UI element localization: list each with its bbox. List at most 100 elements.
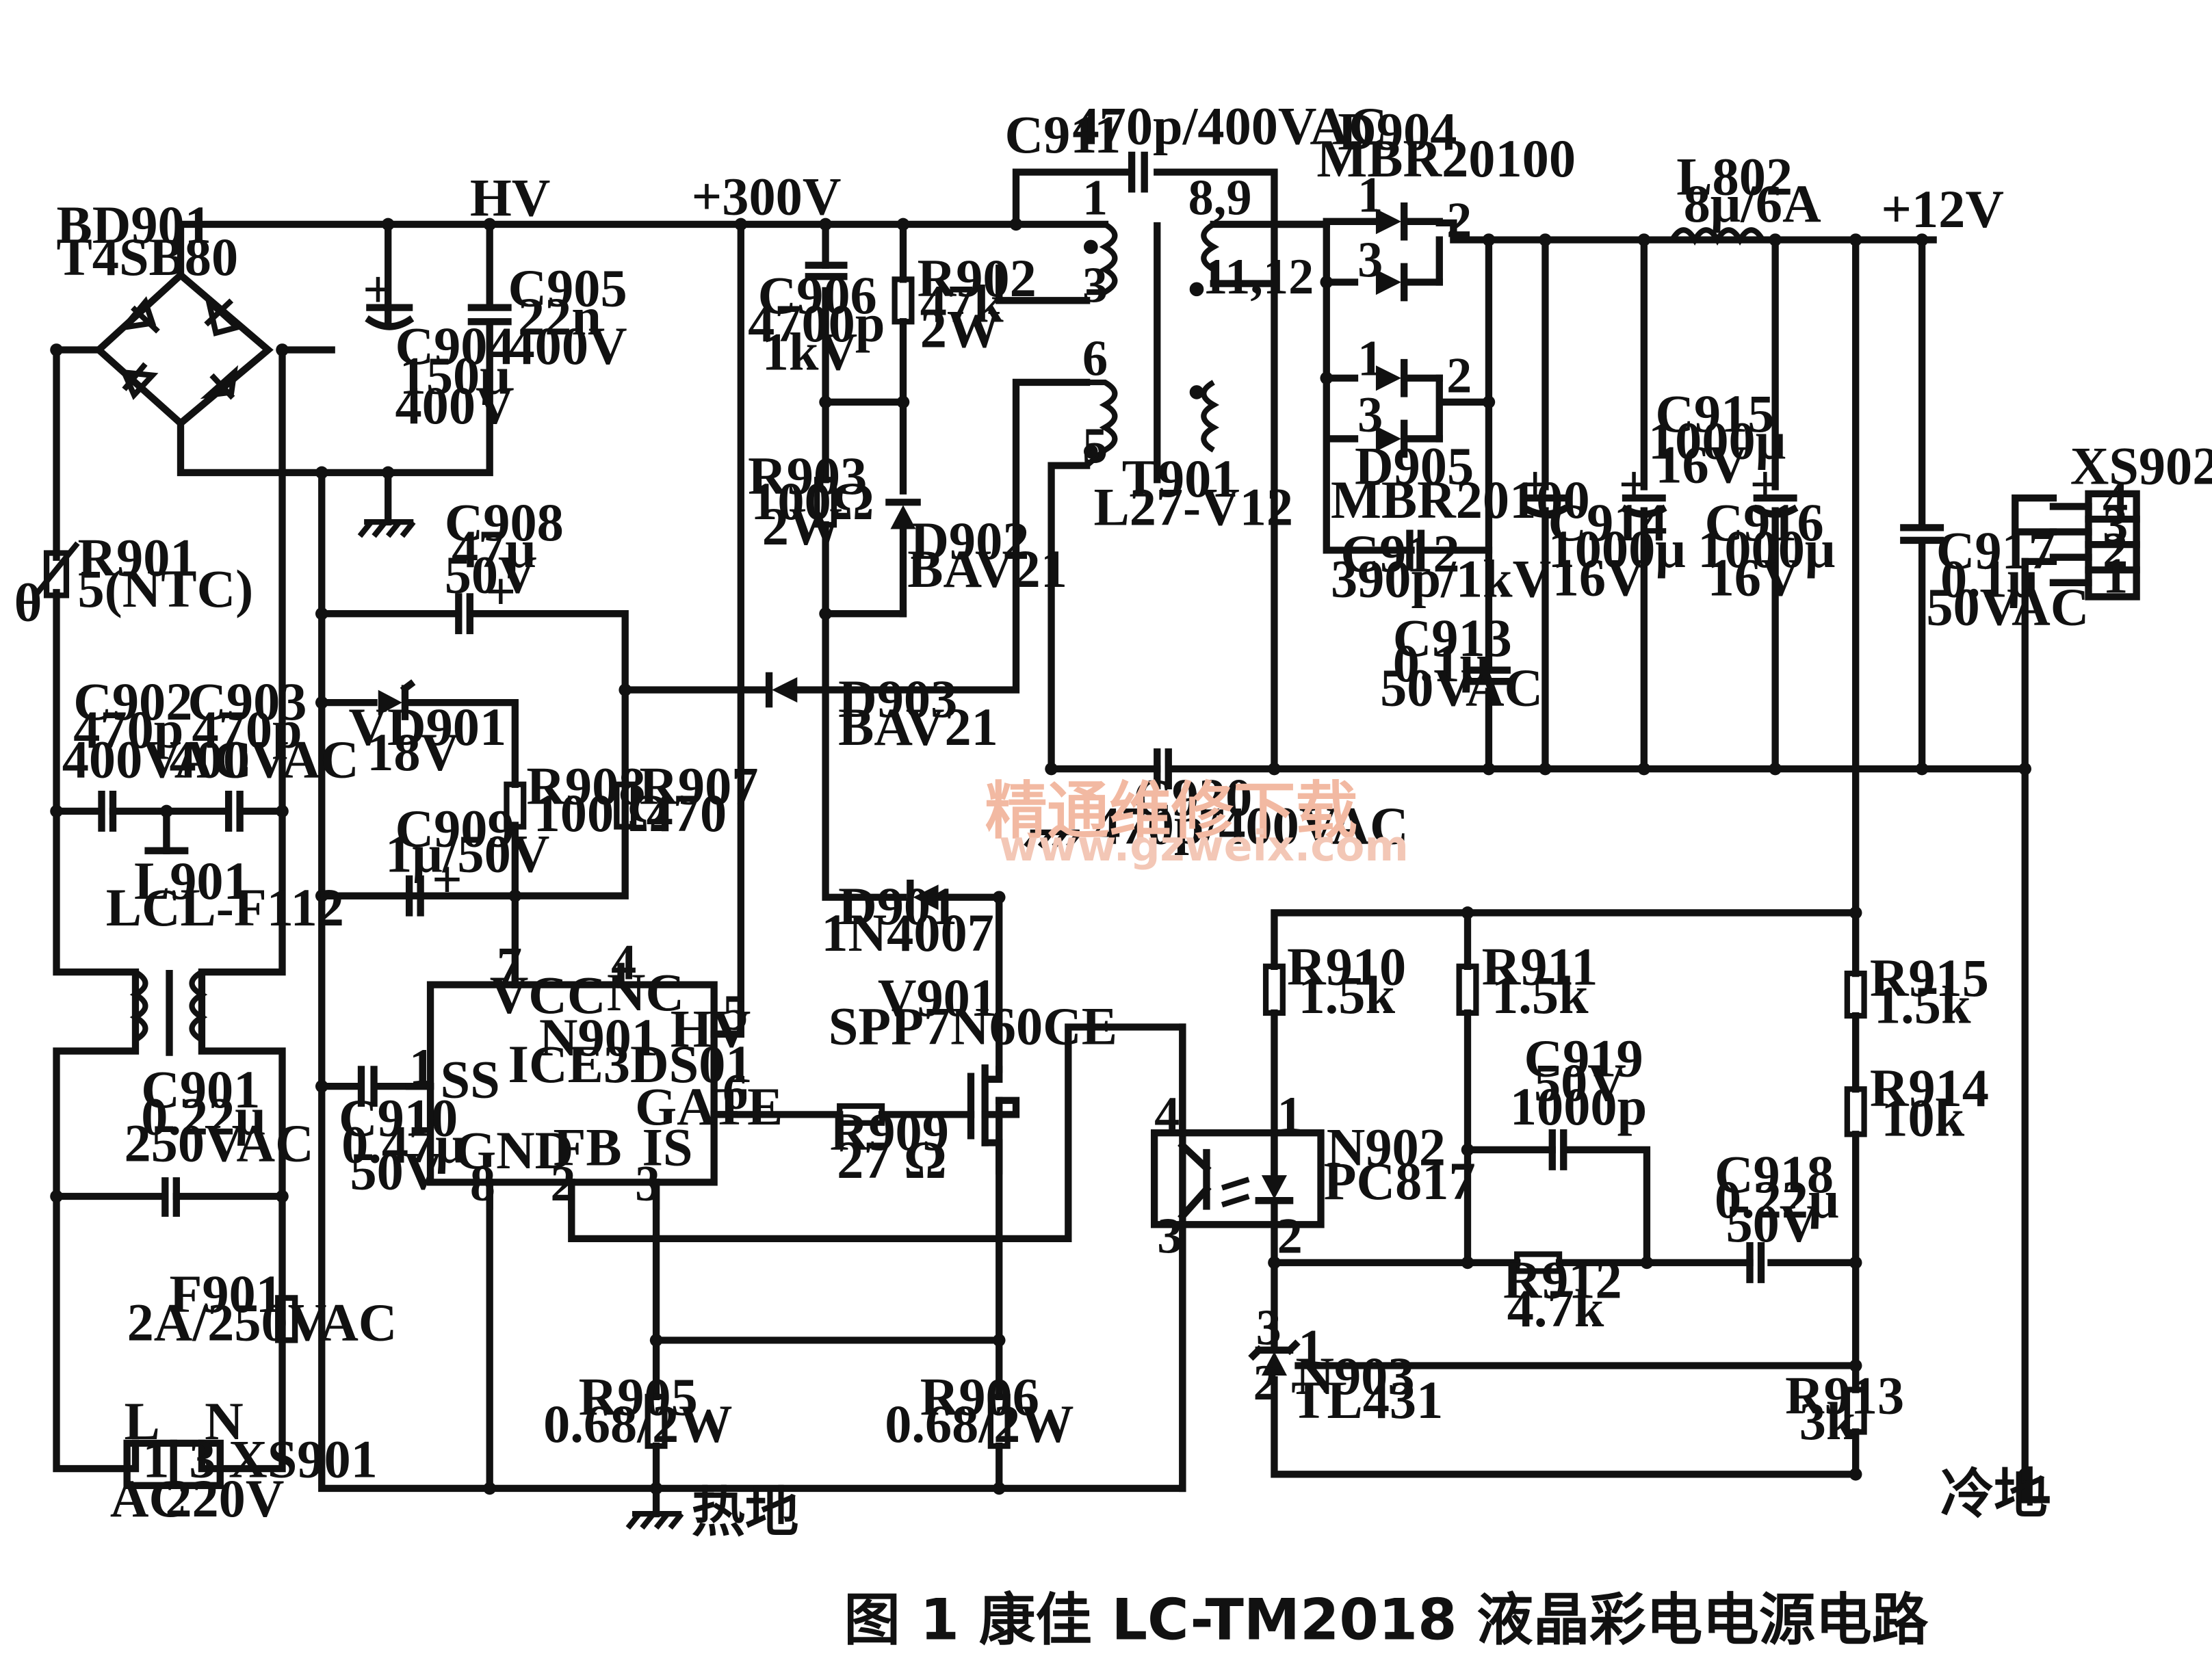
- r909-ref: R909: [830, 1102, 949, 1161]
- ground-symbols: [357, 519, 1082, 1530]
- vd901-val: 18V: [367, 722, 459, 782]
- c917-ref: C917: [1936, 521, 2055, 580]
- r907-val: 470: [647, 783, 727, 843]
- r913-ref: R913: [1785, 1366, 1904, 1425]
- r902-ref: R902: [918, 248, 1037, 308]
- c919-v1: 50V: [1534, 1053, 1626, 1112]
- c903-ref: C903: [187, 672, 307, 731]
- r910-ref: R910: [1287, 937, 1406, 997]
- d904-pin1: 1: [1357, 167, 1383, 223]
- c908-ref: C908: [445, 492, 564, 552]
- c904-ref: C904: [395, 316, 515, 376]
- n902-pin1: 1: [1277, 1087, 1303, 1143]
- svg-text:+: +: [1619, 454, 1650, 514]
- n901-pin4: 4: [611, 934, 636, 990]
- d901-ref: D901: [838, 876, 957, 936]
- n901-gnd: GND: [454, 1120, 573, 1180]
- c920-ref: C920: [1133, 767, 1252, 827]
- t901-pin1112: 11,12: [1202, 249, 1314, 305]
- r911-val: 1.5k: [1492, 965, 1589, 1025]
- d904-val: MBR20100: [1316, 129, 1576, 188]
- r912-ref: R912: [1503, 1250, 1622, 1310]
- xs902-pin4: 4: [2103, 472, 2128, 528]
- c914-v2: 16V: [1552, 547, 1645, 607]
- n901-ss: SS: [441, 1050, 500, 1109]
- n901-pin8: 8: [470, 1156, 495, 1212]
- wires: [53, 168, 2057, 1503]
- c903-v2: 400VAC: [170, 729, 359, 789]
- l802-val: 8μ/6A: [1684, 174, 1822, 233]
- net-12v: +12V: [1881, 179, 2004, 239]
- watermark-cn: 精通维修下载: [985, 776, 1358, 847]
- r914-val: 10k: [1881, 1088, 1964, 1147]
- d904-pin2: 2: [1446, 193, 1472, 249]
- svg-text:+: +: [1520, 454, 1550, 514]
- r902-v1: 47k: [920, 274, 1004, 333]
- c918-v2: 50V: [1726, 1194, 1818, 1253]
- net-300v: +300V: [692, 167, 842, 226]
- r903-v2: 2W: [762, 497, 843, 556]
- c913-v2: 50VAC: [1380, 657, 1543, 717]
- vd901-ref: VD901: [348, 697, 506, 757]
- watermark-url: www.gzweix.com: [999, 822, 1409, 871]
- l901-val: LCL-F112: [106, 878, 344, 937]
- r915-ref: R915: [1870, 948, 1989, 1008]
- xs901-l: L: [125, 1391, 160, 1451]
- d905-val: MBR20100: [1331, 470, 1590, 529]
- c917-v1: 0.1μ: [1940, 549, 2038, 608]
- r907-ref: R907: [639, 757, 758, 816]
- c915-ref: C915: [1655, 384, 1774, 443]
- d905-pin2: 2: [1446, 347, 1472, 404]
- f901-val: 2A/250VAC: [127, 1292, 398, 1352]
- d903-ref: D903: [838, 669, 957, 728]
- net-cold-ground: 冷地: [1940, 1464, 2048, 1524]
- c911-val: 470p/400VAC: [1073, 96, 1388, 155]
- n903-val: TL431: [1291, 1370, 1443, 1430]
- c912-val: 390p/1kV: [1331, 549, 1551, 608]
- xs901-pin-a: 1: [142, 1429, 169, 1488]
- n901-pin2: 2: [550, 1156, 575, 1212]
- svg-text:+: +: [486, 562, 517, 621]
- t901-pin5: 5: [1082, 419, 1108, 475]
- xs901-ac: AC: [110, 1469, 187, 1528]
- connector-xs902-box: [2021, 490, 2140, 601]
- l802-ref: L802: [1676, 147, 1793, 207]
- c901-v2: 250VAC: [125, 1113, 314, 1172]
- r901-val: 5(NTC): [77, 559, 253, 618]
- labels: BD901 T4SB80 HV +300V C905 22n 400V C904…: [14, 96, 2212, 1542]
- n901-pin6: 6: [723, 1064, 748, 1120]
- c916-ref: C916: [1705, 492, 1824, 552]
- r914-ref: R914: [1870, 1058, 1989, 1118]
- r906-ref: R906: [920, 1367, 1039, 1427]
- n901-pin3: 3: [635, 1156, 660, 1212]
- c902-ref: C902: [73, 672, 192, 731]
- c914-ref: C914: [1548, 492, 1667, 552]
- c906-v2: 1kV: [762, 321, 857, 381]
- c915-v2: 16V: [1655, 434, 1747, 494]
- n902-pin3: 3: [1157, 1209, 1182, 1265]
- c920-val: 470p/400VAC: [1093, 796, 1408, 855]
- n903-pin3: 3: [1256, 1300, 1281, 1356]
- c901-ref: C901: [141, 1060, 260, 1119]
- n901-pin5: 5: [723, 986, 748, 1042]
- r903-v1: 100Ω: [751, 471, 874, 531]
- r902-v2: 2W: [920, 299, 1001, 358]
- t901-val: L27-V12: [1093, 477, 1293, 536]
- n903-pin1: 1: [1299, 1319, 1324, 1376]
- r909-val: 27 Ω: [837, 1130, 947, 1190]
- c916-v2: 16V: [1708, 547, 1800, 607]
- transformer-t901: [1084, 222, 1220, 484]
- f901-ref: F901: [170, 1264, 283, 1324]
- c905-v1: 22n: [518, 287, 601, 346]
- c902-v1: 470p: [73, 700, 183, 759]
- c902-v2: 400VAC: [62, 729, 252, 789]
- c908-v2: 50V: [445, 544, 537, 604]
- r913-val: 3k: [1799, 1391, 1856, 1451]
- diodes: [378, 202, 1443, 1376]
- d901-val: 1N4007: [821, 903, 994, 962]
- n902-pin2: 2: [1277, 1209, 1303, 1265]
- c910-v2: 50V: [350, 1142, 443, 1201]
- n901-val: ICE3DS01: [508, 1034, 753, 1094]
- c909-val: 1μ/50V: [385, 824, 549, 884]
